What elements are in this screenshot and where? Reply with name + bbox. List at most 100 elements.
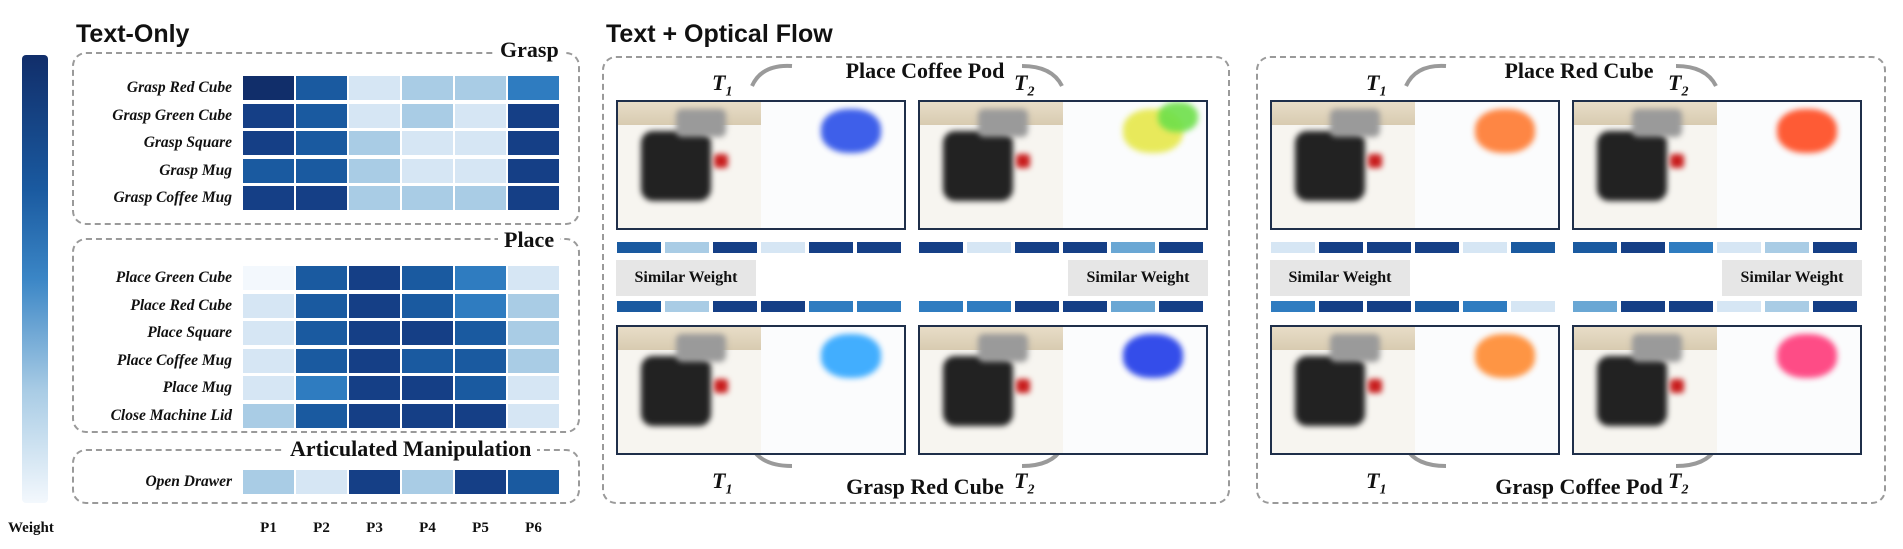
time-label: T2 <box>1014 70 1035 100</box>
heatmap-cell <box>507 292 560 319</box>
similar-weight-label: Similar Weight <box>1270 260 1410 296</box>
heatmap-cell <box>348 375 401 401</box>
heatmap-cell <box>242 185 295 211</box>
weight-bar <box>856 300 902 313</box>
optical-flow-blob <box>1475 333 1535 378</box>
weight-bar <box>1572 241 1618 254</box>
heatmap-cell <box>348 130 401 156</box>
heatmap-cell <box>295 347 348 374</box>
weight-bar <box>1366 300 1412 313</box>
heatmap-cell <box>507 320 560 346</box>
weight-bar <box>616 300 662 313</box>
weight-bar <box>808 241 854 254</box>
time-label-subscript: 2 <box>1681 482 1689 498</box>
heatmap-cell <box>242 102 295 129</box>
heatmap-cell <box>454 130 507 156</box>
heatmap-cell <box>454 265 507 291</box>
row-label: Place Square <box>147 324 232 341</box>
red-object <box>713 379 728 393</box>
weight-bar <box>1270 300 1316 313</box>
heatmap-cell <box>454 157 507 184</box>
weight-bar <box>966 300 1012 313</box>
heatmap-cell <box>348 292 401 319</box>
weight-bar <box>1366 241 1412 254</box>
weight-bar <box>760 300 806 313</box>
heatmap-cell <box>507 265 560 291</box>
heatmap-cell <box>454 75 507 101</box>
optical-flow-blob <box>1475 108 1535 153</box>
heatmap-cell <box>242 265 295 291</box>
heatmap-cell <box>242 402 295 429</box>
heatmap-cell <box>242 130 295 156</box>
weight-bar <box>966 241 1012 254</box>
heatmap-cell <box>242 157 295 184</box>
colorbar <box>22 55 48 503</box>
heatmap-cell <box>507 75 560 101</box>
weight-bar <box>1510 241 1556 254</box>
robot-gripper <box>676 333 726 362</box>
optical-flow-blob <box>1157 102 1198 132</box>
heatmap-cell <box>454 292 507 319</box>
weight-bar <box>1812 241 1858 254</box>
heatmap-cell <box>295 375 348 401</box>
column-label: P4 <box>419 520 436 536</box>
heatmap-cell <box>348 102 401 129</box>
heatmap-cell <box>507 469 560 495</box>
weight-bar <box>616 241 662 254</box>
heatmap-cell <box>242 320 295 346</box>
group-box-grasp <box>72 52 580 225</box>
flow-arrow <box>750 63 793 87</box>
heatmap-cell <box>507 185 560 211</box>
heatmap-cell <box>242 292 295 319</box>
weight-bar <box>1014 300 1060 313</box>
weight-bar <box>1318 241 1364 254</box>
weight-bar <box>1510 300 1556 313</box>
row-label: Grasp Coffee Mug <box>113 189 232 206</box>
weight-bar <box>1110 300 1156 313</box>
weight-bar <box>918 241 964 254</box>
flow-panel-2-box <box>1256 56 1886 504</box>
optical-flow-blob <box>821 333 881 378</box>
weight-bar <box>918 300 964 313</box>
coffee-machine <box>1597 355 1668 426</box>
group-title-grasp: Grasp <box>494 37 565 63</box>
column-label: P6 <box>525 520 542 536</box>
robot-gripper <box>1632 108 1682 137</box>
heatmap-cell <box>454 469 507 495</box>
weight-bar <box>1062 241 1108 254</box>
heatmap-cell <box>295 185 348 211</box>
heatmap-cell <box>295 292 348 319</box>
coffee-machine <box>943 355 1014 426</box>
group-title-articulated: Articulated Manipulation <box>284 436 538 462</box>
heatmap-cell <box>348 75 401 101</box>
red-object <box>1669 379 1684 393</box>
weight-bar <box>1318 300 1364 313</box>
panel-top-task: Place Red Cube <box>1466 58 1692 84</box>
weight-bar <box>1668 241 1714 254</box>
heatmap-cell <box>401 402 454 429</box>
heatmap-cell <box>295 157 348 184</box>
flow-panel-1-box <box>602 56 1230 504</box>
heatmap-cell <box>242 375 295 401</box>
heatmap-cell <box>401 75 454 101</box>
row-label: Grasp Red Cube <box>126 79 232 96</box>
heatmap-cell <box>401 320 454 346</box>
similar-weight-label: Similar Weight <box>1068 260 1208 296</box>
time-label-subscript: 2 <box>1027 84 1035 100</box>
column-label: P3 <box>366 520 383 536</box>
time-label: T1 <box>1366 70 1387 100</box>
weight-bar <box>1572 300 1618 313</box>
row-label: Place Red Cube <box>130 296 232 314</box>
weight-bar <box>1414 300 1460 313</box>
coffee-machine <box>641 130 712 201</box>
robot-gripper <box>1632 333 1682 362</box>
weight-bar <box>1462 241 1508 254</box>
panel-top-task: Place Coffee Pod <box>812 58 1038 84</box>
row-label: Place Coffee Mug <box>116 351 232 369</box>
coffee-machine <box>1295 130 1366 201</box>
similar-weight-label: Similar Weight <box>1722 260 1862 296</box>
red-object <box>1015 154 1030 168</box>
scene-frame <box>1572 100 1862 230</box>
flow-arrow <box>1404 63 1447 87</box>
scene-frame <box>1572 325 1862 455</box>
